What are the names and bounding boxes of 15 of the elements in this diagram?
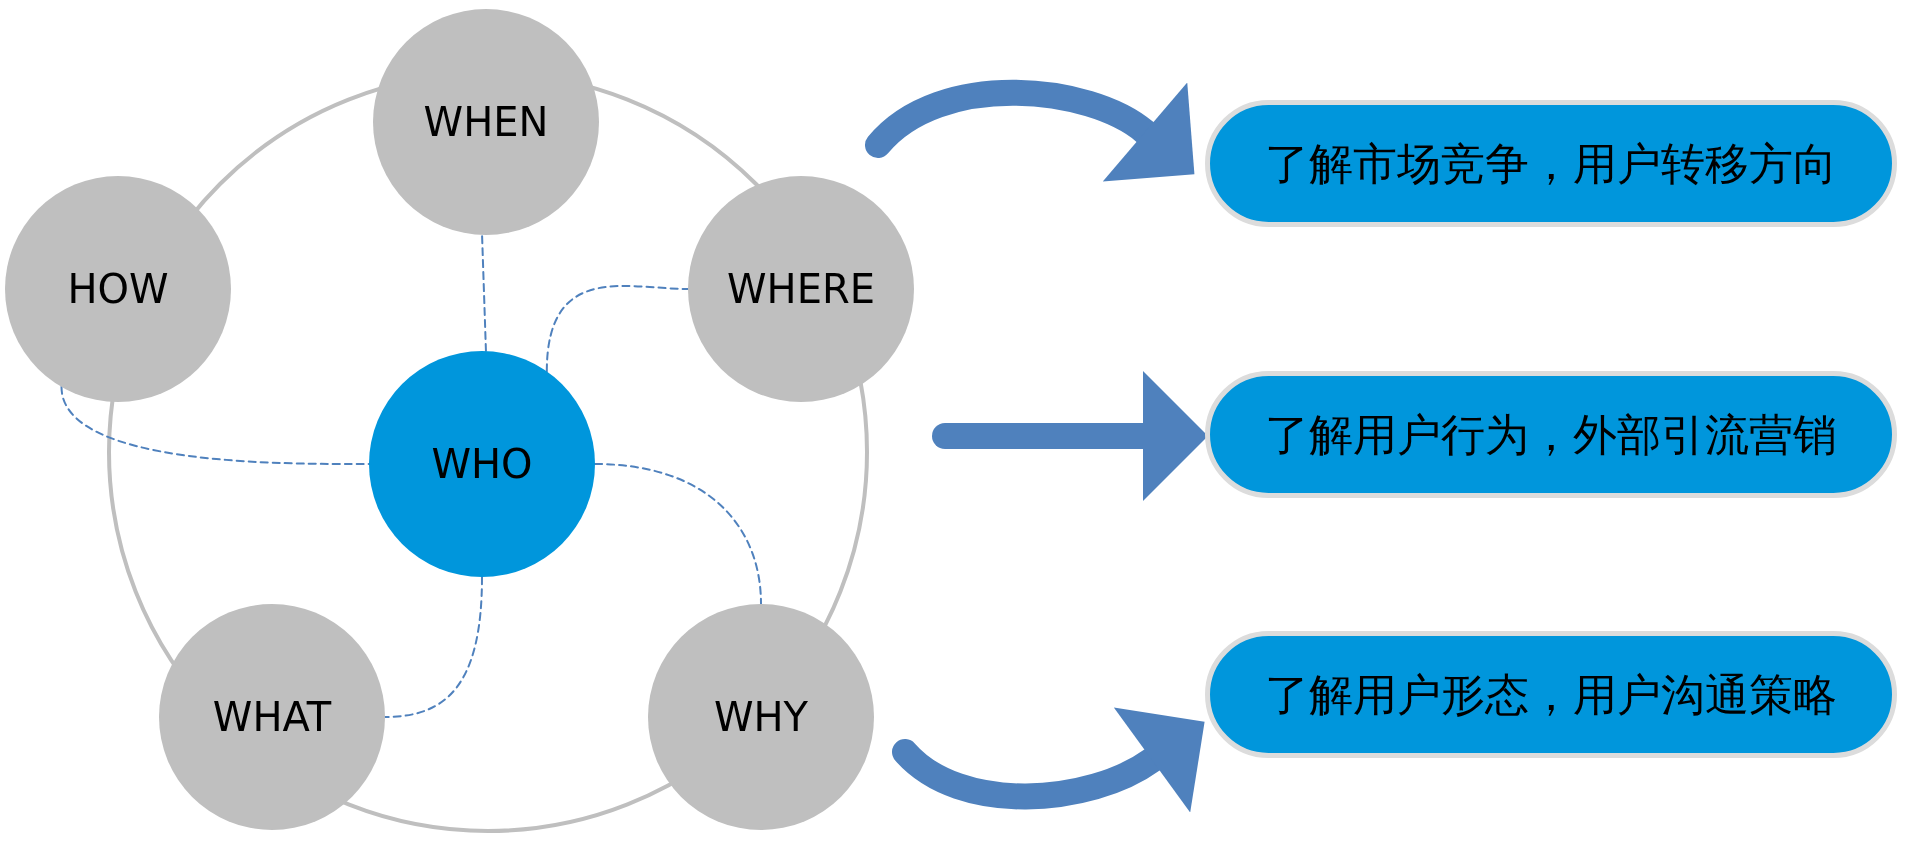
circle-label: WHAT (212, 697, 332, 737)
dashed-connector (594, 463, 762, 605)
result-pill (1205, 631, 1897, 758)
pill-label: 了解用户行为，外部引流营销 (1265, 412, 1837, 457)
pill-label: 了解市场竞争，用户转移方向 (1265, 141, 1837, 186)
pill-label: 了解用户形态，用户沟通策略 (1265, 672, 1837, 717)
circle-label: HOW (67, 269, 169, 309)
dashed-connector (545, 284, 689, 373)
dashed-connector (481, 233, 487, 353)
dashed-connector (384, 576, 483, 718)
circle-label: WHO (431, 444, 533, 484)
circle-label: WHEN (423, 102, 549, 142)
circle-label: WHERE (727, 269, 875, 309)
circle-label: WHY (713, 697, 809, 737)
dashed-connector (60, 385, 370, 465)
